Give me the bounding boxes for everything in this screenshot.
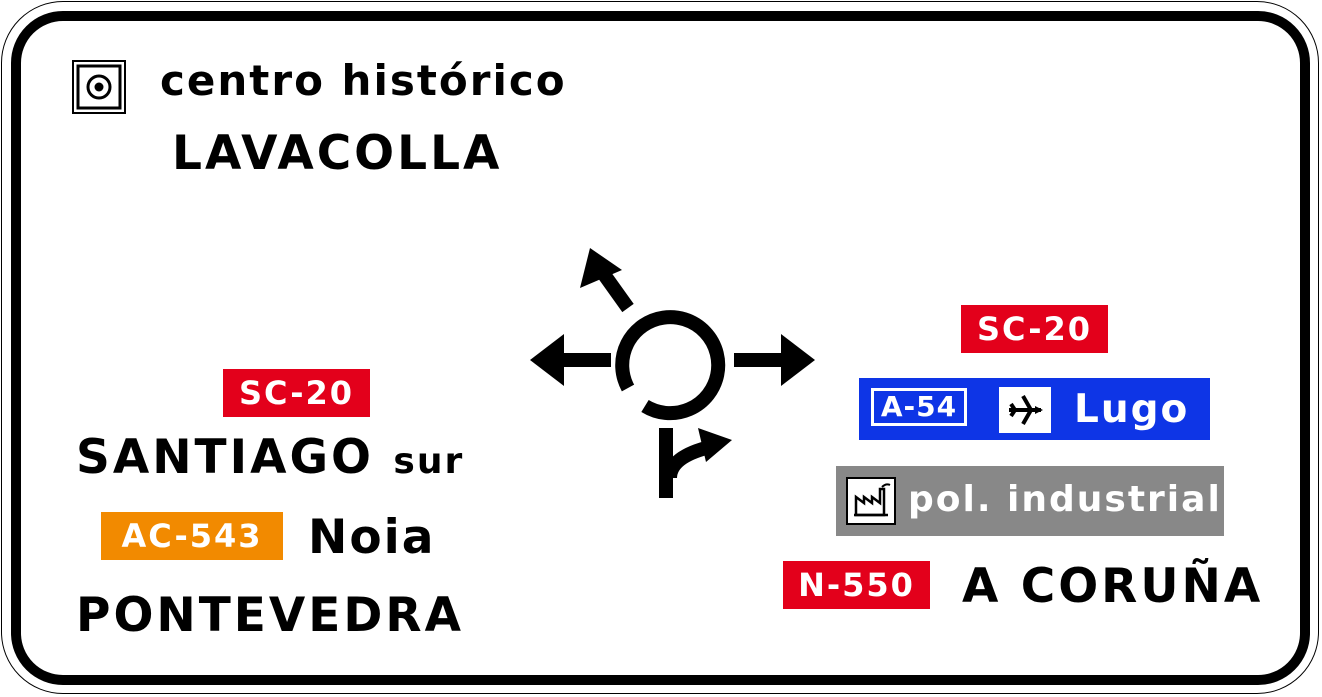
- roundabout-arrows-icon: [530, 248, 815, 498]
- airplane-icon: [999, 387, 1051, 433]
- industrial-label: pol. industrial: [908, 479, 1222, 520]
- lugo-label: Lugo: [1074, 387, 1190, 432]
- sign-border: [11, 11, 1310, 685]
- santiago-suffix: sur: [393, 441, 465, 482]
- route-a54: A-54: [871, 388, 967, 426]
- noia-label: Noia: [308, 510, 436, 565]
- historic-centre-label: centro histórico: [160, 56, 567, 105]
- historic-monument-icon: [72, 60, 126, 114]
- pontevedra-label: PONTEVEDRA: [76, 588, 464, 643]
- route-n550: N-550: [783, 561, 930, 609]
- santiago-name: SANTIAGO: [76, 430, 375, 485]
- route-sc20-right: SC-20: [961, 305, 1108, 353]
- route-sc20-left: SC-20: [223, 369, 370, 417]
- lugo-panel: A-54 Lugo: [859, 378, 1210, 440]
- santiago-label: SANTIAGO sur: [76, 434, 464, 481]
- lavacolla-label: LAVACOLLA: [172, 126, 503, 181]
- route-ac543: AC-543: [101, 512, 283, 560]
- a-coruna-label: A CORUÑA: [962, 559, 1264, 614]
- factory-icon: [846, 477, 896, 525]
- industrial-panel: pol. industrial: [836, 466, 1224, 536]
